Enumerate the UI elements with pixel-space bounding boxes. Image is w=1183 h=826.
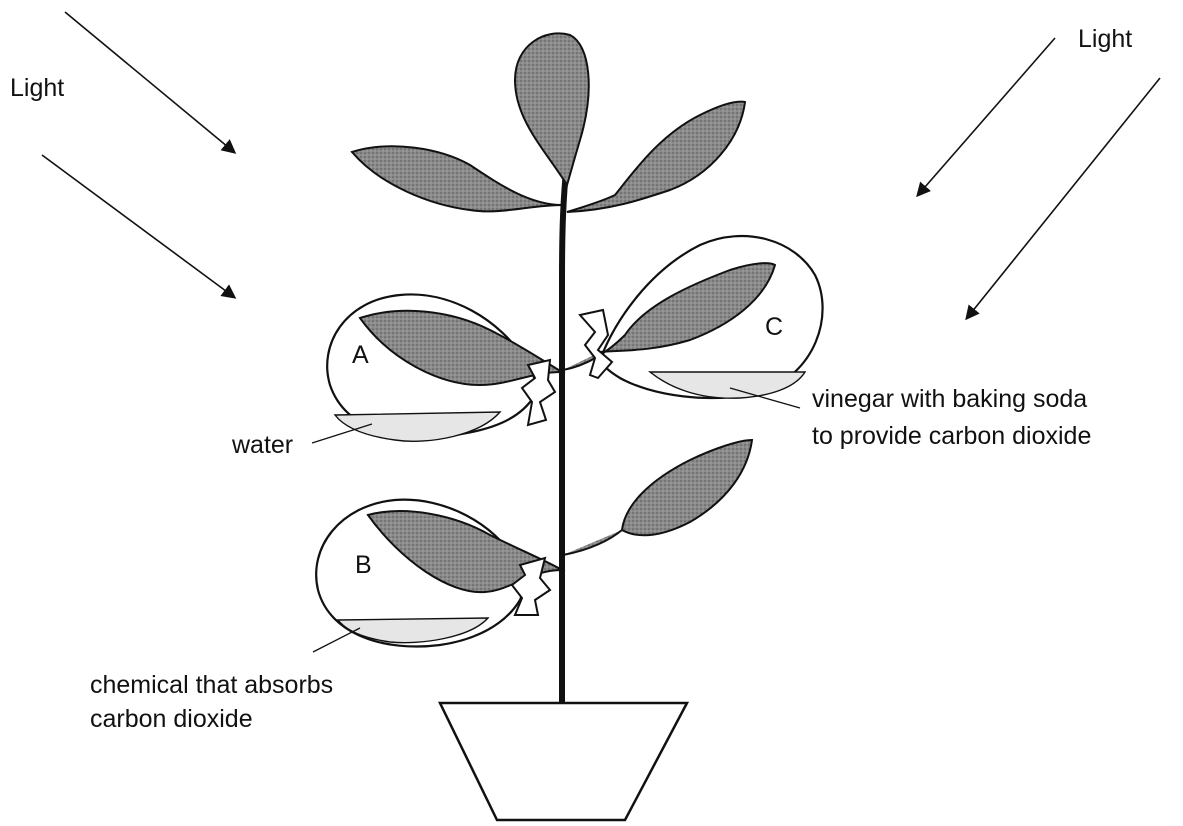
light-arrow [918,38,1055,195]
vinegar-label-line2: to provide carbon dioxide [812,421,1091,451]
bag-c [563,236,823,398]
bag-b-label: B [355,550,372,580]
plant-stem [562,160,567,704]
chemical-label-line2: carbon dioxide [90,704,253,734]
leaf-lower-right [563,440,752,555]
light-label-right: Light [1078,24,1132,54]
light-arrow [65,12,234,152]
leaf-upper-left [352,146,562,211]
light-arrow [967,78,1160,318]
leaf-top [515,33,589,185]
leaf-upper-right [567,102,745,212]
bag-c-label: C [765,312,783,342]
water-label: water [232,430,293,460]
light-arrow [42,155,234,297]
light-arrows-left [42,12,234,297]
flower-pot [440,703,687,820]
bag-a-water [335,412,500,441]
bag-a-label: A [352,340,369,370]
light-label-left: Light [10,73,64,103]
chemical-label-line1: chemical that absorbs [90,670,333,700]
vinegar-label-line1: vinegar with baking soda [812,384,1087,414]
chemical-leader [313,628,360,652]
bag-b [316,500,562,647]
light-arrows-right [918,38,1160,318]
